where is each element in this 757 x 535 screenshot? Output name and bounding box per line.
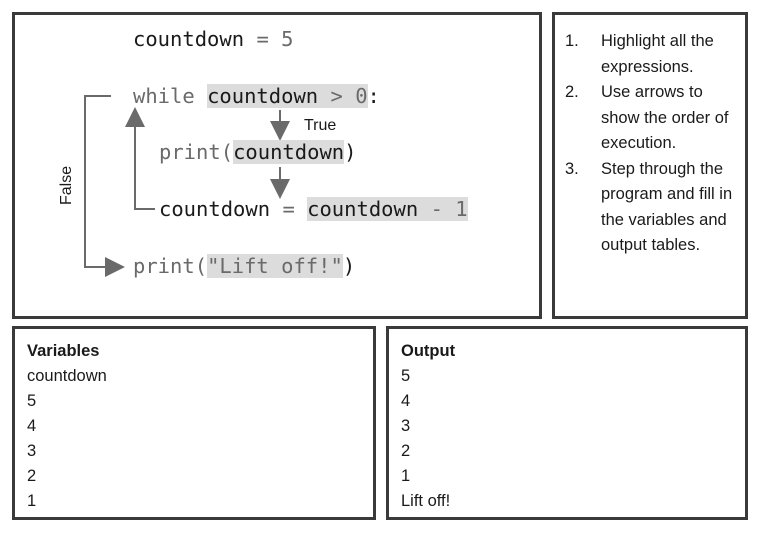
variable-value: 4 bbox=[27, 417, 37, 435]
instruction-number: 2. bbox=[565, 83, 579, 101]
while-value: 0 bbox=[355, 84, 368, 108]
output-value: 5 bbox=[401, 367, 411, 385]
variable-name: countdown bbox=[27, 367, 107, 385]
output-value: 1 bbox=[401, 467, 411, 485]
output-title: Output bbox=[401, 342, 456, 360]
variable-value: 5 bbox=[27, 392, 37, 410]
instruction-item: 2. Use arrows to show the order of execut… bbox=[565, 80, 741, 157]
update-op: = bbox=[282, 197, 295, 221]
variable-value: 2 bbox=[27, 467, 37, 485]
print-func: print( bbox=[159, 140, 234, 164]
update-expression: countdown - 1 bbox=[307, 197, 468, 221]
final-close: ) bbox=[342, 254, 356, 278]
print-arg: countdown bbox=[233, 140, 345, 164]
print-close: ) bbox=[344, 140, 357, 164]
update-expr-op: - bbox=[430, 197, 443, 221]
output-value: 3 bbox=[401, 417, 411, 435]
while-condition: countdown > 0 bbox=[207, 84, 368, 108]
instruction-item: 1. Highlight all the expressions. bbox=[565, 29, 741, 80]
update-var: countdown bbox=[159, 197, 271, 221]
final-arg: "Lift off!" bbox=[207, 254, 343, 278]
output-value: 4 bbox=[401, 392, 411, 410]
flow-arrows: True False bbox=[58, 95, 336, 277]
code-line-print: print(countdown) bbox=[159, 138, 357, 166]
while-keyword: while bbox=[133, 84, 195, 108]
update-expr-var: countdown bbox=[307, 197, 419, 221]
code-line-final: print("Lift off!") bbox=[133, 252, 355, 280]
variables-panel: Variables countdown 5 4 3 2 1 bbox=[12, 326, 376, 520]
final-func: print( bbox=[133, 254, 208, 278]
instructions-panel: 1. Highlight all the expressions. 2. Use a… bbox=[552, 12, 748, 319]
true-label: True bbox=[304, 117, 336, 134]
false-label: False bbox=[58, 166, 75, 205]
code-line-update: countdown = countdown - 1 bbox=[159, 195, 468, 223]
instruction-number: 3. bbox=[565, 159, 579, 178]
variable-value: 1 bbox=[27, 492, 37, 510]
assign-op: = bbox=[256, 27, 269, 51]
instruction-text: Highlight all the expressions. bbox=[601, 32, 714, 76]
code-panel: True False countdown = 5 while countdown… bbox=[12, 12, 542, 319]
output-value: Lift off! bbox=[401, 492, 451, 510]
variable-value: 3 bbox=[27, 442, 37, 460]
variables-title: Variables bbox=[27, 342, 100, 360]
instruction-text: Use arrows to show the order of executio… bbox=[601, 83, 729, 152]
output-value: 2 bbox=[401, 442, 411, 460]
variables-table: Variables countdown 5 4 3 2 1 bbox=[27, 339, 107, 514]
instruction-text: Step through the program and fill in the… bbox=[601, 159, 733, 255]
instruction-number: 1. bbox=[565, 32, 579, 50]
loop-back-arrow bbox=[125, 107, 155, 210]
output-table: Output 5 4 3 2 1 Lift off! bbox=[401, 339, 455, 514]
output-panel: Output 5 4 3 2 1 Lift off! bbox=[386, 326, 748, 520]
code-line-while: while countdown > 0: bbox=[133, 82, 380, 110]
update-expr-value: 1 bbox=[455, 197, 468, 221]
instructions-list: 1. Highlight all the expressions. 2. Use a… bbox=[565, 29, 741, 259]
code-line-assign: countdown = 5 bbox=[133, 25, 293, 53]
false-arrow bbox=[84, 95, 125, 277]
while-colon: : bbox=[367, 84, 380, 108]
assign-var: countdown bbox=[133, 27, 245, 51]
instruction-item: 3. Step through the program and fill in t… bbox=[565, 157, 741, 259]
while-op: > bbox=[330, 84, 343, 108]
assign-value: 5 bbox=[281, 27, 294, 51]
while-var: countdown bbox=[207, 84, 319, 108]
